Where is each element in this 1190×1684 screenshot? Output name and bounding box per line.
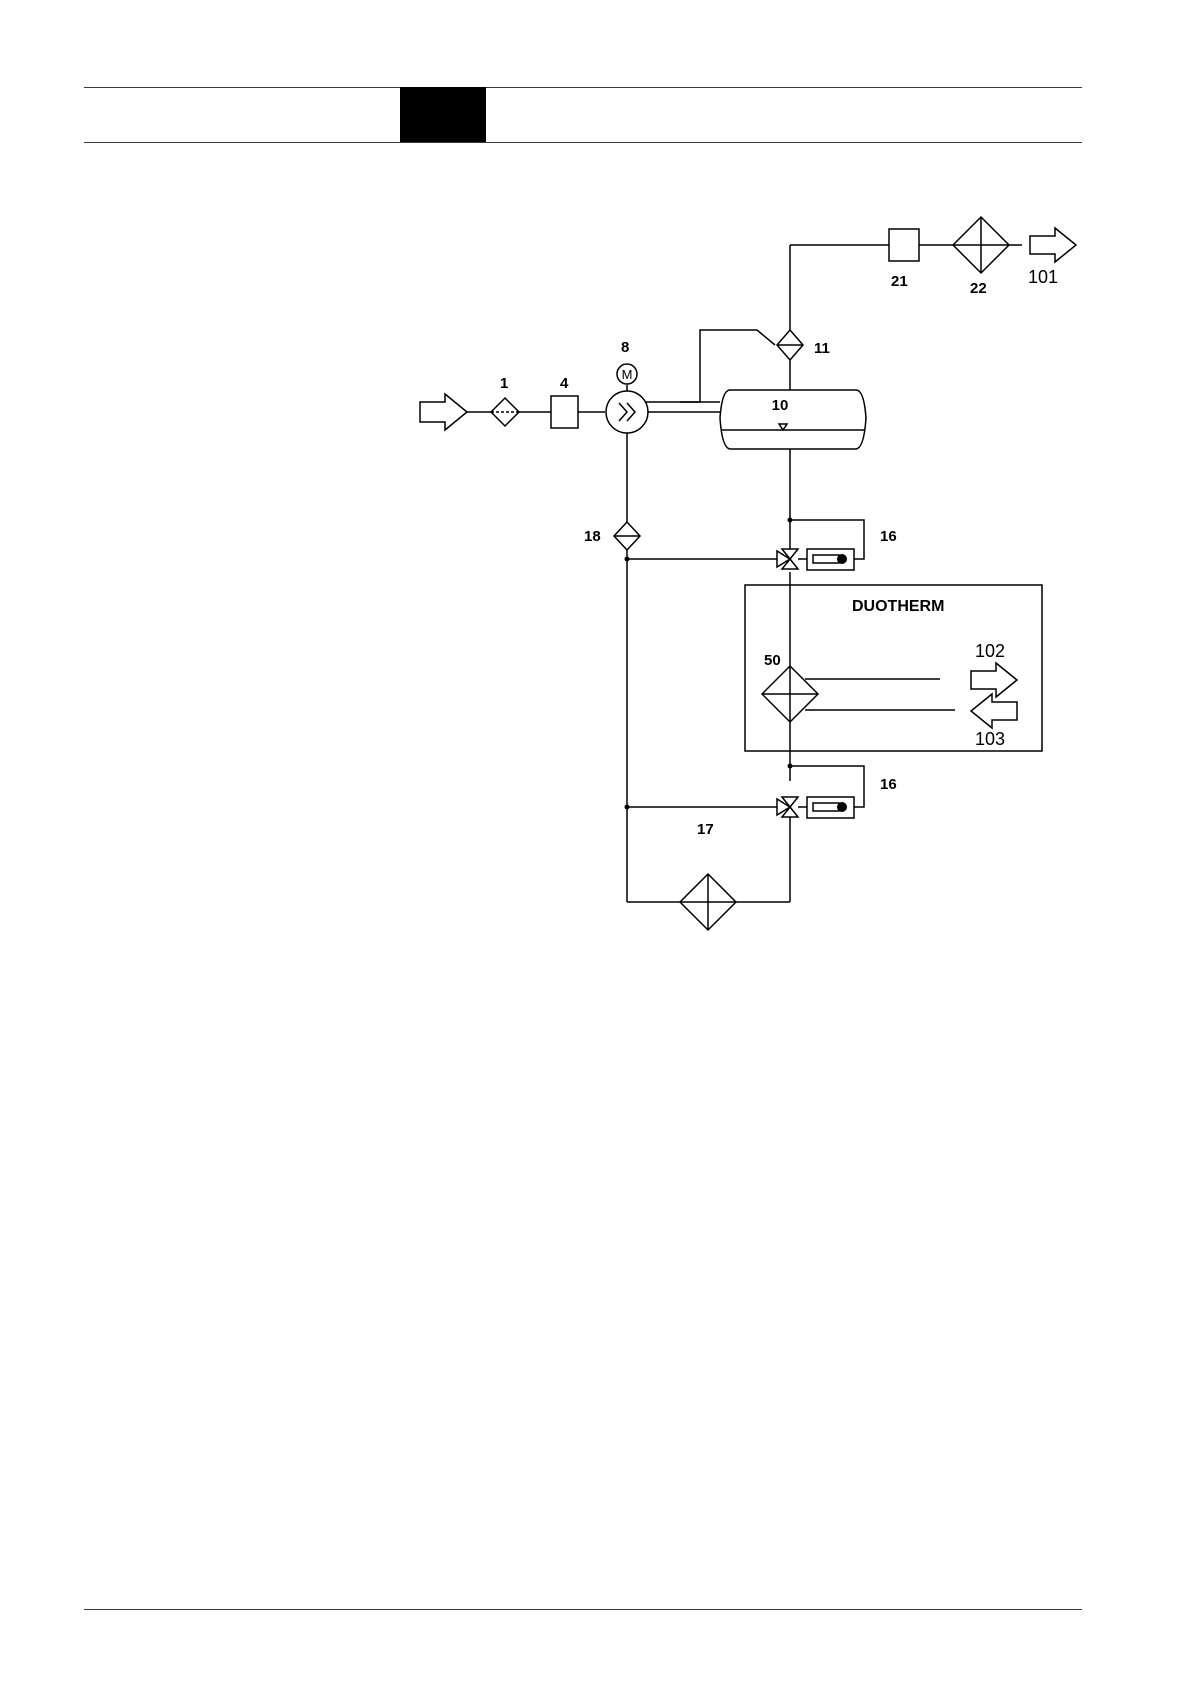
inlet-arrow	[420, 394, 478, 430]
label-50: 50	[764, 652, 781, 669]
separator-tank-10	[720, 390, 866, 449]
duotherm-title: DUOTHERM	[852, 598, 944, 615]
label-16-upper: 16	[880, 528, 897, 545]
label-102: 102	[975, 641, 1005, 661]
filter-18	[614, 522, 640, 550]
outlet-arrow-101	[1030, 228, 1076, 262]
inlet-filter-1	[478, 398, 551, 426]
label-17: 17	[697, 821, 714, 838]
motor-symbol: M	[622, 367, 633, 382]
label-21: 21	[891, 273, 908, 290]
label-11: 11	[814, 340, 830, 357]
label-1: 1	[500, 375, 508, 392]
inlet-arrow-103	[971, 694, 1017, 728]
label-101: 101	[1028, 267, 1058, 287]
label-4: 4	[560, 375, 569, 392]
label-16-lower: 16	[880, 776, 897, 793]
component-box-4	[551, 396, 605, 428]
thermostatic-valve-16-lower	[627, 766, 864, 818]
label-18: 18	[584, 528, 601, 545]
cooler-22	[953, 217, 1022, 273]
component-box-21	[889, 229, 953, 261]
label-8: 8	[621, 339, 629, 356]
filter-11	[777, 330, 803, 360]
outlet-arrow-102	[971, 663, 1017, 697]
label-22: 22	[970, 280, 987, 297]
cooler-17	[627, 874, 790, 930]
label-103: 103	[975, 729, 1005, 749]
thermostatic-valve-16-upper	[627, 520, 864, 570]
label-10: 10	[772, 397, 789, 414]
heat-exchanger-50	[762, 666, 955, 722]
